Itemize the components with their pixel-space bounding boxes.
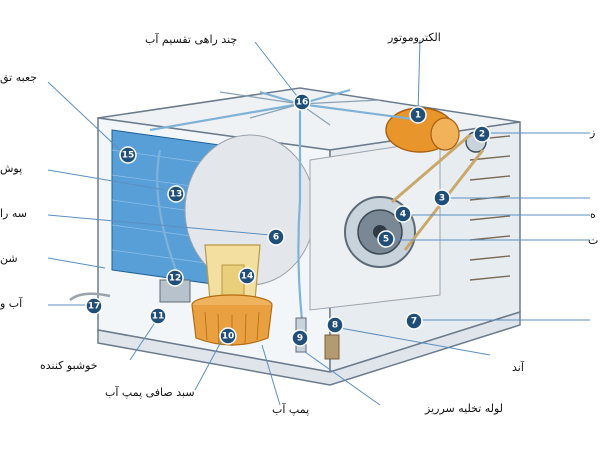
label-right-3: ت	[588, 234, 599, 247]
marker-number: 17	[88, 302, 101, 312]
marker-9: 9	[291, 329, 309, 347]
marker-5: 5	[377, 230, 395, 248]
marker-15: 15	[119, 146, 137, 164]
marker-2: 2	[473, 125, 491, 143]
marker-number: 3	[439, 194, 445, 204]
marker-7: 7	[405, 312, 423, 330]
pump-basket	[191, 294, 273, 346]
marker-number: 4	[400, 210, 406, 220]
label-three-way: سه را	[0, 207, 27, 220]
marker-number: 1	[415, 111, 421, 121]
label-right-2: ه	[590, 208, 596, 221]
inlet-pipe	[69, 292, 111, 302]
marker-17: 17	[85, 297, 103, 315]
label-freshener: خوشبو کننده	[40, 359, 98, 372]
marker-number: 8	[332, 321, 338, 331]
label-pad: پوش	[0, 162, 23, 175]
label-water-inlet: آب و	[0, 297, 23, 310]
marker-number: 10	[222, 332, 235, 342]
marker-11: 11	[149, 307, 167, 325]
label-manifold: چند راهی تقسیم آب	[145, 33, 238, 46]
marker-number: 14	[241, 272, 254, 282]
marker-number: 5	[383, 235, 389, 245]
label-right-1: ز	[590, 126, 596, 139]
marker-3: 3	[433, 189, 451, 207]
label-electromotor: الکتروموتور	[388, 31, 441, 44]
marker-number: 15	[122, 151, 135, 161]
marker-12: 12	[166, 269, 184, 287]
marker-number: 13	[170, 190, 183, 200]
marker-8: 8	[326, 316, 344, 334]
pump-unit	[204, 244, 261, 301]
marker-14: 14	[238, 267, 256, 285]
marker-number: 2	[479, 130, 485, 140]
marker-10: 10	[219, 327, 237, 345]
marker-number: 12	[169, 274, 182, 284]
marker-6: 6	[267, 228, 285, 246]
label-pump-basket: سبد صافی پمپ آب	[105, 386, 195, 399]
marker-16: 16	[293, 93, 311, 111]
marker-number: 9	[297, 334, 303, 344]
marker-13: 13	[167, 185, 185, 203]
marker-1: 1	[409, 106, 427, 124]
marker-number: 11	[152, 312, 165, 322]
marker-number: 7	[411, 317, 417, 327]
marker-number: 6	[273, 233, 279, 243]
label-float: شن	[0, 252, 18, 265]
marker-number: 16	[296, 98, 309, 108]
leader-lines	[47, 39, 590, 406]
marker-4: 4	[394, 205, 412, 223]
label-distribution-box: جعبه تق	[0, 71, 38, 84]
label-anode: آند	[512, 361, 524, 374]
label-water-pump: پمپ آب	[272, 403, 310, 416]
label-overflow-drain: لوله تخلیه سرریز	[425, 402, 504, 415]
